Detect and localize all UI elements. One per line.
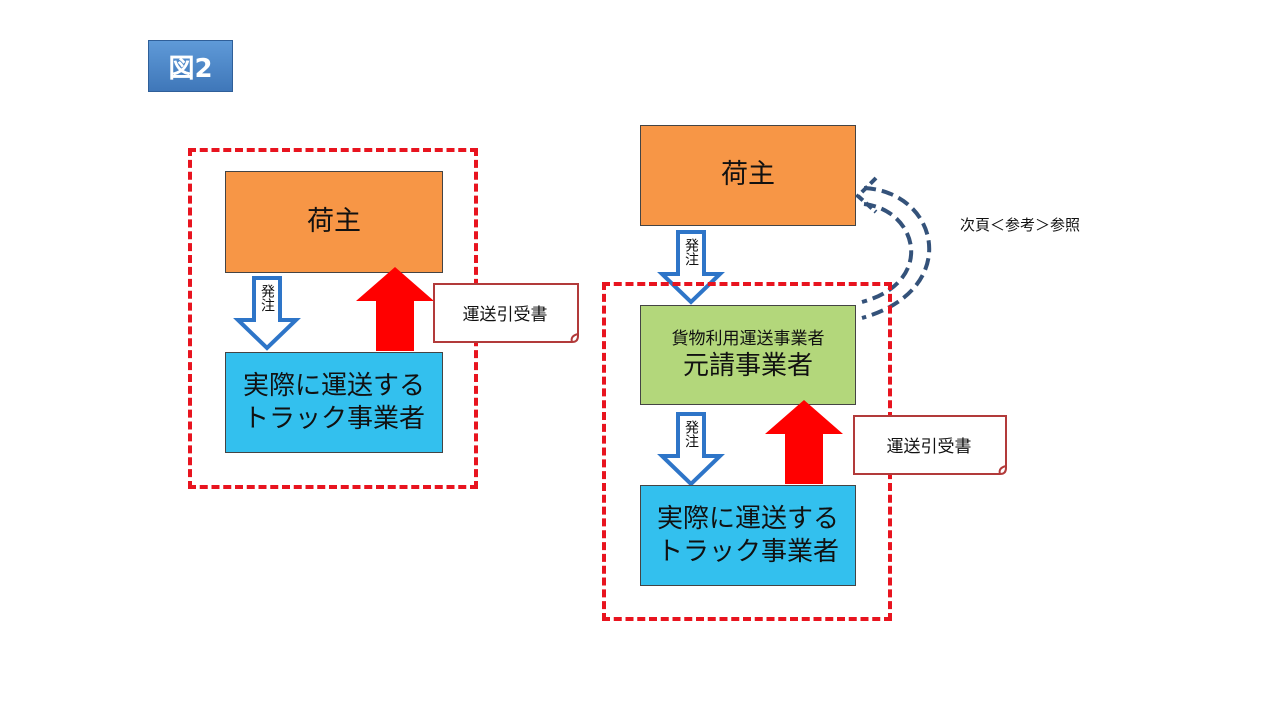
figure-label: 図2	[148, 40, 233, 92]
left-return-arrow	[356, 267, 434, 351]
right-trucker-line1: 実際に運送する	[656, 504, 839, 534]
left-document-callout: 運送引受書	[432, 282, 584, 344]
left-shipper-label: 荷主	[307, 205, 361, 237]
left-order-arrow-shape	[233, 276, 301, 351]
right-contractor-line1: 貨物利用運送事業者	[671, 328, 825, 349]
right-document-callout: 運送引受書	[852, 414, 1012, 476]
left-trucker-line2: トラック事業者	[242, 403, 425, 434]
right-shipper-label: 荷主	[721, 159, 775, 191]
right-document-label: 運送引受書	[886, 436, 972, 457]
left-trucker-box: 実際に運送する トラック事業者	[225, 352, 443, 453]
right-document-shape	[853, 415, 1007, 475]
left-return-arrow-shape	[356, 267, 434, 351]
left-trucker-line1: 実際に運送する	[242, 371, 425, 401]
left-order-arrow: 発注	[233, 276, 301, 351]
left-document-label: 運送引受書	[462, 304, 548, 325]
reference-curved-arrow-shape	[855, 176, 932, 320]
right-trucker-line2: トラック事業者	[656, 536, 839, 567]
right-order-label-top: 発注	[683, 238, 699, 266]
left-order-label: 発注	[259, 284, 275, 312]
right-return-arrow-shape	[765, 400, 843, 484]
right-order-arrow-bottom: 発注	[657, 412, 725, 487]
reference-curved-arrow	[852, 170, 952, 330]
right-shipper-box: 荷主	[640, 125, 856, 226]
right-trucker-box: 実際に運送する トラック事業者	[640, 485, 856, 586]
right-contractor-line2: 元請事業者	[682, 350, 813, 381]
reference-note: 次頁＜参考＞参照	[960, 216, 1081, 234]
right-order-label-bottom: 発注	[683, 420, 699, 448]
left-document-shape	[433, 283, 579, 343]
right-order-arrow-bottom-shape	[657, 412, 725, 487]
right-return-arrow	[765, 400, 843, 484]
left-shipper-box: 荷主	[225, 171, 443, 273]
right-contractor-box: 貨物利用運送事業者 元請事業者	[640, 305, 856, 405]
